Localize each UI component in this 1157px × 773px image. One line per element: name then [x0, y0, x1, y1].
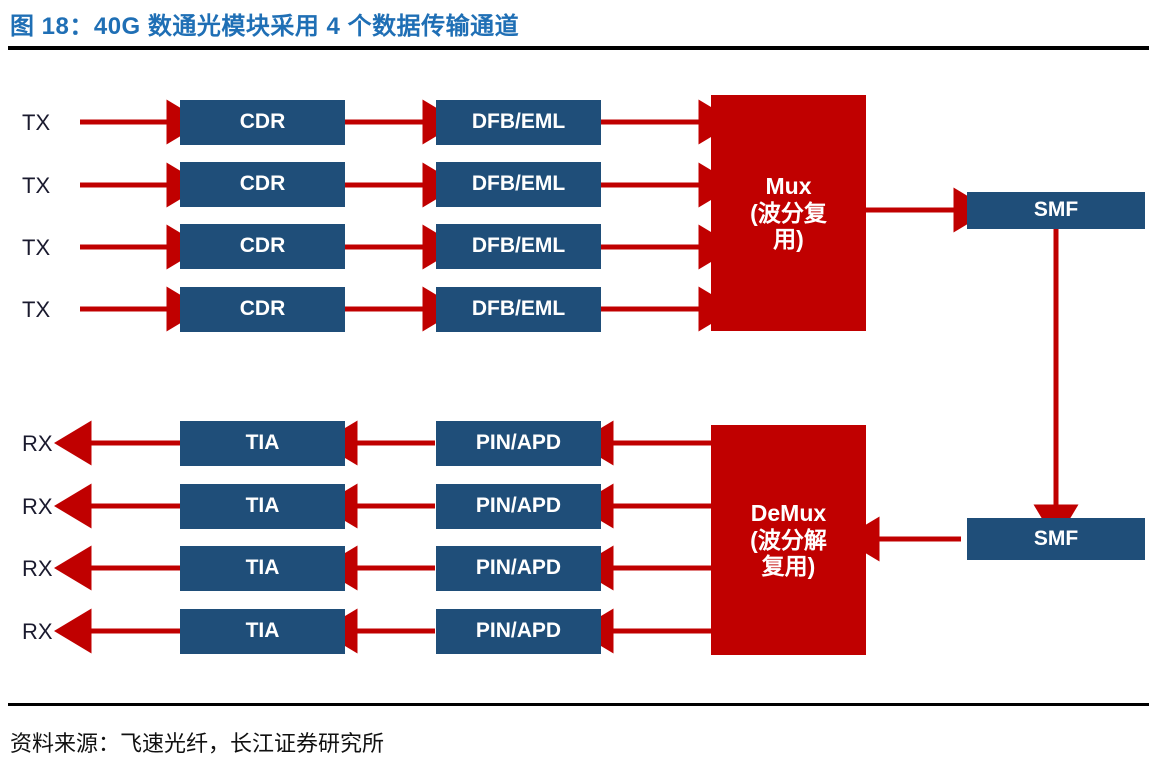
node-tia-1[interactable]: TIA: [180, 421, 345, 466]
mux-title: Mux: [765, 173, 812, 200]
demux-subtitle-line1: (波分解: [750, 526, 827, 553]
endpoint-tx-1: TX: [22, 110, 51, 135]
node-dfb-eml-1[interactable]: DFB/EML: [436, 100, 601, 145]
footer-divider: [8, 703, 1149, 706]
mux-subtitle-line2: 用): [773, 226, 804, 253]
endpoint-tx-3: TX: [22, 235, 51, 260]
node-pin-apd-4[interactable]: PIN/APD: [436, 609, 601, 654]
node-demux[interactable]: DeMux (波分解 复用): [711, 425, 866, 655]
node-dfb-eml-3[interactable]: DFB/EML: [436, 224, 601, 269]
diagram-canvas: TX TX TX TX CDR CDR CDR CDR DFB/EML DFB/…: [0, 52, 1157, 702]
node-cdr-3[interactable]: CDR: [180, 224, 345, 269]
node-dfb-eml-2[interactable]: DFB/EML: [436, 162, 601, 207]
node-pin-apd-1[interactable]: PIN/APD: [436, 421, 601, 466]
connector-layer: [54, 99, 1079, 654]
mux-subtitle-line1: (波分复: [750, 199, 827, 226]
endpoint-rx-2: RX: [22, 494, 53, 519]
title-divider: [8, 46, 1149, 50]
node-pin-apd-3[interactable]: PIN/APD: [436, 546, 601, 591]
page-title: 图 18：40G 数通光模块采用 4 个数据传输通道: [10, 13, 520, 40]
node-pin-apd-2[interactable]: PIN/APD: [436, 484, 601, 529]
endpoint-rx-4: RX: [22, 619, 53, 644]
node-dfb-eml-4[interactable]: DFB/EML: [436, 287, 601, 332]
node-tia-3[interactable]: TIA: [180, 546, 345, 591]
node-tia-2[interactable]: TIA: [180, 484, 345, 529]
node-cdr-1[interactable]: CDR: [180, 100, 345, 145]
node-cdr-2[interactable]: CDR: [180, 162, 345, 207]
source-note: 资料来源：飞速光纤，长江证券研究所: [10, 731, 385, 756]
demux-subtitle-line2: 复用): [761, 553, 816, 580]
endpoint-rx-3: RX: [22, 556, 53, 581]
endpoint-rx-1: RX: [22, 431, 53, 456]
node-tia-4[interactable]: TIA: [180, 609, 345, 654]
node-smf-bottom[interactable]: SMF: [967, 518, 1145, 560]
endpoint-tx-4: TX: [22, 297, 51, 322]
node-smf-top[interactable]: SMF: [967, 192, 1145, 229]
node-mux[interactable]: Mux (波分复 用): [711, 95, 866, 331]
node-cdr-4[interactable]: CDR: [180, 287, 345, 332]
demux-title: DeMux: [750, 500, 827, 527]
endpoint-tx-2: TX: [22, 173, 51, 198]
